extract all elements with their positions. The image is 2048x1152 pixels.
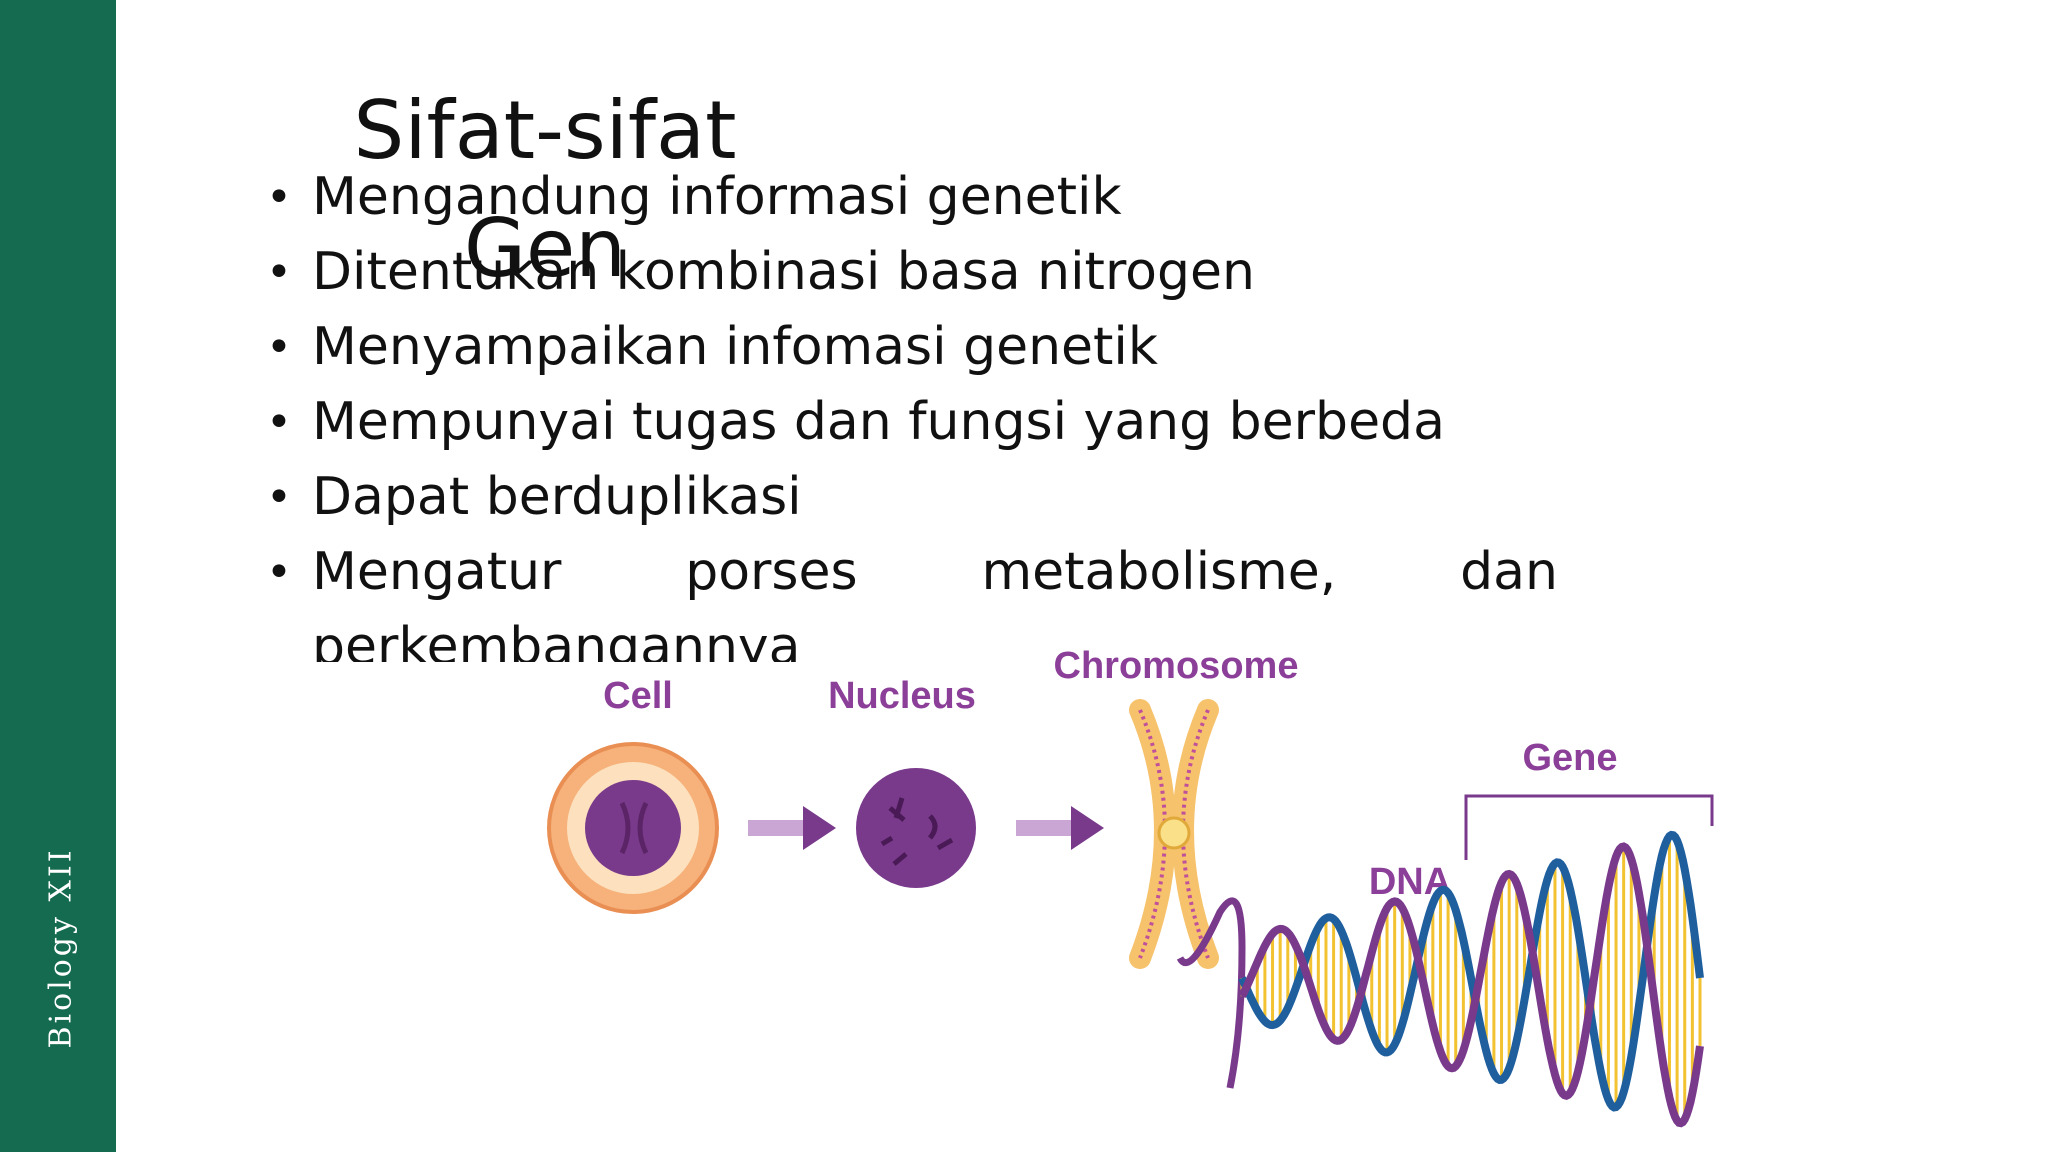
bullet-list: • Mengandung informasi genetik • Ditentuka… bbox=[262, 160, 1558, 662]
bullet-text: Dapat berduplikasi bbox=[312, 467, 802, 527]
bullet-item: • Mengatur porses metabolisme, dan perke… bbox=[262, 535, 1558, 662]
bullet-item: • Ditentukan kombinasi basa nitrogen bbox=[262, 235, 1558, 310]
dna-strand-connector bbox=[1176, 897, 1246, 1089]
bullet-word: dan bbox=[1460, 542, 1558, 602]
arrow-icon bbox=[1016, 806, 1104, 850]
dna-helix-icon bbox=[1238, 830, 1704, 1128]
chromosome-label: Chromosome bbox=[1054, 648, 1299, 687]
dna-strand-blue bbox=[1238, 830, 1704, 1112]
bullet-text: Mengandung informasi genetik bbox=[312, 167, 1122, 227]
bullet-word: Mengatur bbox=[312, 542, 562, 602]
gene-bracket bbox=[1464, 794, 1714, 860]
bullet-dot: • bbox=[266, 172, 292, 223]
bullet-dot: • bbox=[266, 472, 292, 523]
bullet-text: Menyampaikan infomasi genetik bbox=[312, 317, 1158, 377]
cell-icon bbox=[547, 742, 719, 914]
bullet-item: • Mempunyai tugas dan fungsi yang berbeda bbox=[262, 385, 1558, 460]
slide-title: Sifat-sifat Gen bbox=[353, 84, 737, 295]
sidebar-label: Biology XII bbox=[43, 847, 79, 1049]
bullet-word: porses bbox=[685, 542, 858, 602]
bullet-text: Mempunyai tugas dan fungsi yang berbeda bbox=[312, 392, 1445, 452]
dna-strand-purple bbox=[1238, 842, 1704, 1128]
sidebar: Biology XII bbox=[0, 0, 116, 1152]
bullet-item: • Menyampaikan infomasi genetik bbox=[262, 310, 1558, 385]
bullet-dot: • bbox=[266, 247, 292, 298]
bullet-word: metabolisme, bbox=[981, 542, 1337, 602]
cell-label: Cell bbox=[603, 675, 673, 717]
bullet-item: • Dapat berduplikasi bbox=[262, 460, 1558, 535]
nucleus-icon bbox=[856, 768, 976, 888]
bullet-text-continued: perkembangannya bbox=[312, 617, 801, 662]
chromosome-icon bbox=[1129, 699, 1219, 969]
cell-to-gene-diagram: Cell Nucleus Chromosome Gene DNA bbox=[547, 648, 1714, 1128]
bullet-dot: • bbox=[266, 322, 292, 373]
gene-label: Gene bbox=[1522, 737, 1617, 779]
bullet-text: Ditentukan kombinasi basa nitrogen bbox=[312, 242, 1255, 302]
bullet-text-justified: Mengatur porses metabolisme, dan bbox=[312, 535, 1558, 610]
nucleus-label: Nucleus bbox=[828, 675, 976, 717]
arrow-icon bbox=[748, 806, 836, 850]
bullet-dot: • bbox=[266, 547, 292, 598]
bullet-dot: • bbox=[266, 397, 292, 448]
bullet-item: • Mengandung informasi genetik bbox=[262, 160, 1558, 235]
